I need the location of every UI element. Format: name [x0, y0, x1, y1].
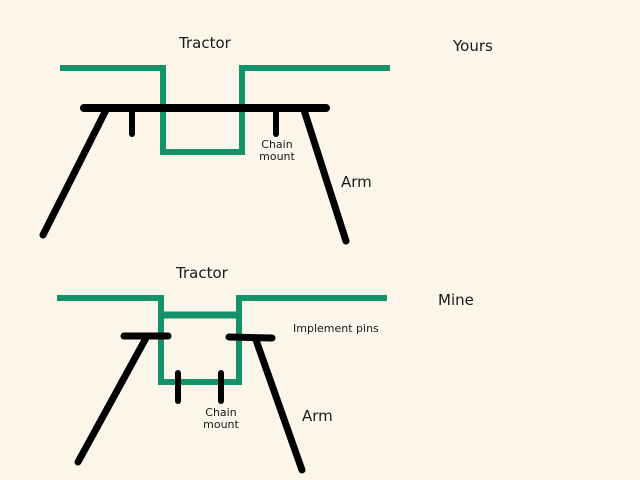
top-tractor-label: Tractor [179, 34, 231, 52]
top-tractor-frame [60, 65, 390, 155]
top-owner-label: Yours [453, 37, 493, 55]
top-hitch-drawing [39, 65, 390, 245]
top-chain-mount-label: Chain mount [256, 139, 298, 163]
top-left-arm [39, 106, 110, 239]
top-chain-mount-label-line1: Chain [261, 138, 293, 151]
bottom-tractor-frame [57, 295, 387, 385]
top-right-arm [300, 106, 350, 245]
top-chain-mount-label-line2: mount [259, 150, 295, 163]
implement-pins-label: Implement pins [293, 322, 379, 335]
bottom-arm-label: Arm [302, 407, 333, 425]
bottom-tractor-label: Tractor [176, 264, 228, 282]
bottom-right-arm [252, 336, 306, 474]
bottom-hitch-drawing [57, 295, 387, 474]
bottom-chain-mount-label: Chain mount [199, 407, 243, 431]
bottom-right-implement-pin [225, 333, 276, 342]
top-arm-label: Arm [341, 173, 372, 191]
bottom-left-arm [74, 334, 150, 466]
bottom-chain-mount-label-line2: mount [203, 418, 239, 431]
bottom-chain-mount-label-line1: Chain [205, 406, 237, 419]
bottom-owner-label: Mine [438, 291, 474, 309]
